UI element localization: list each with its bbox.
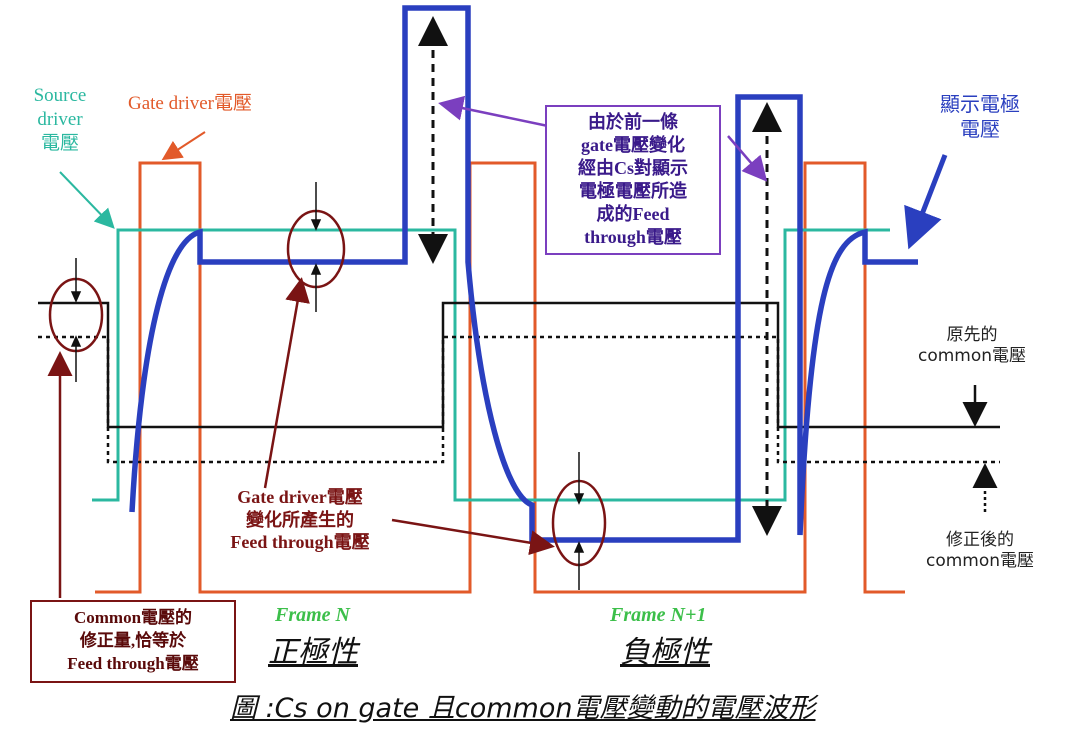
purple-arrow-right bbox=[727, 135, 768, 182]
source-label-arrow bbox=[59, 171, 115, 229]
corrected-common-label: 修正後的 common電壓 bbox=[925, 530, 1035, 572]
original-common-label: 原先的 common電壓 bbox=[917, 325, 1027, 367]
feedthrough-label-arrow-2 bbox=[391, 518, 555, 556]
gate-driver-waveform bbox=[95, 161, 905, 594]
corrected-common-waveform bbox=[38, 335, 1000, 464]
frame-n-label: Frame N bbox=[275, 604, 350, 626]
pixel-electrode-waveform bbox=[129, 5, 918, 543]
display-electrode-label: 顯示電極 電壓 bbox=[940, 92, 1020, 141]
negative-polarity-label: 負極性 bbox=[620, 635, 710, 670]
positive-polarity-label: 正極性 bbox=[268, 635, 358, 670]
purple-arrow-left bbox=[438, 95, 549, 128]
gate-driver-label: Gate driver電壓 bbox=[128, 93, 252, 114]
common-correction-box: Common電壓的 修正量,恰等於 Feed through電壓 bbox=[30, 600, 236, 683]
pixel-label-arrow bbox=[904, 154, 948, 250]
frame-n1-label: Frame N+1 bbox=[610, 604, 707, 626]
source-driver-label: Source driver 電壓 bbox=[33, 85, 87, 154]
feedthrough-label-arrow-1 bbox=[263, 277, 310, 489]
source-driver-waveform bbox=[92, 228, 890, 502]
circle-pointer-arrows bbox=[70, 182, 585, 590]
figure-caption: 圖 :Cs on gate 且common電壓變動的電壓波形 bbox=[230, 693, 816, 724]
gate-label-arrow bbox=[161, 131, 206, 161]
gate-feedthrough-label: Gate driver電壓 變化所產生的 Feed through電壓 bbox=[230, 487, 370, 552]
purple-note-box: 由於前一條 gate電壓變化 經由Cs對顯示 電極電壓所造 成的Feed thr… bbox=[545, 105, 721, 256]
original-common-waveform bbox=[38, 301, 1000, 429]
